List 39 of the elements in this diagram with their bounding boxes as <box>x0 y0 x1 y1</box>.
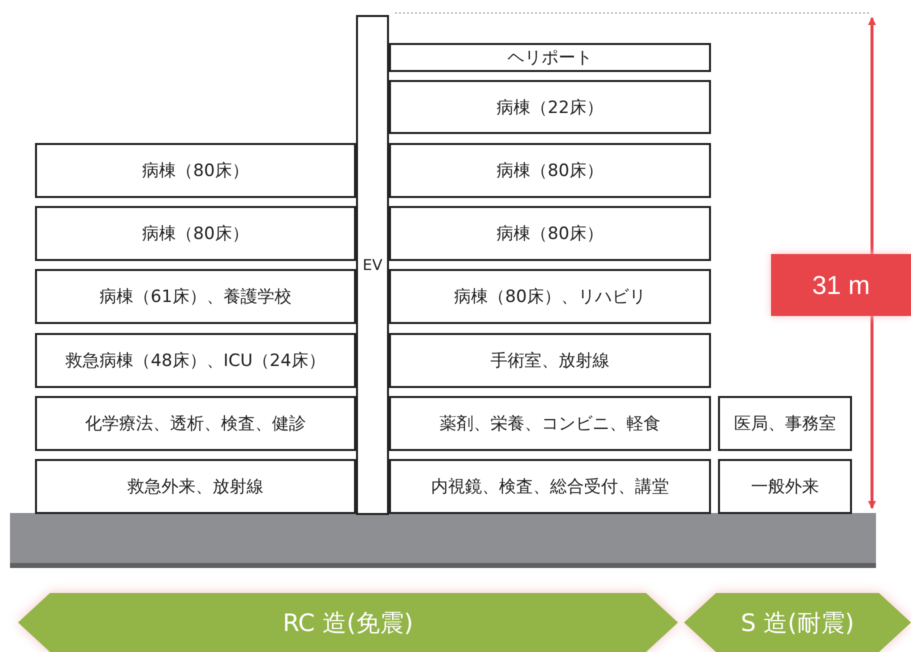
room-label: 化学療法、透析、検査、健診 <box>85 413 306 435</box>
room-label: 手術室、放射線 <box>490 350 610 372</box>
room-label: 病棟（80床） <box>142 223 249 245</box>
room-label: 一般外来 <box>751 476 819 498</box>
floor-box <box>389 269 711 324</box>
room-label: 医局、事務室 <box>734 413 836 435</box>
floor-box <box>35 269 356 324</box>
structure-banner <box>684 593 911 652</box>
floor-box <box>35 333 356 388</box>
room-label: 病棟（61床）、養護学校 <box>100 286 292 308</box>
floor-box <box>389 206 711 261</box>
banner-label: RC 造(免震) <box>282 608 414 638</box>
floor-box <box>389 333 711 388</box>
floor-box <box>389 80 711 134</box>
room-label: 病棟（80床） <box>496 160 604 182</box>
floor-box <box>35 396 356 451</box>
floor-box <box>35 206 356 261</box>
elevator-shaft <box>356 15 389 515</box>
room-label: 病棟（80床）、リハビリ <box>454 286 646 308</box>
floor-box <box>35 459 356 514</box>
room-label: 救急外来、放射線 <box>128 476 264 498</box>
floor-box <box>389 396 711 451</box>
room-label: 内視鏡、検査、総合受付、講堂 <box>431 476 669 498</box>
room-label: 薬剤、栄養、コンビニ、軽食 <box>440 413 660 435</box>
floor-box <box>389 459 711 514</box>
room-label: 病棟（22床） <box>496 96 604 118</box>
floor-box <box>389 143 711 198</box>
room-label: 病棟（80床） <box>496 223 604 245</box>
dimension-label: 31 m <box>771 254 911 316</box>
floor-box <box>389 43 711 72</box>
floor-box <box>718 459 852 514</box>
floor-box <box>718 396 852 451</box>
structure-banner <box>18 593 678 652</box>
room-label: 病棟（80床） <box>142 160 249 182</box>
banner-label: S 造(耐震) <box>740 608 856 638</box>
shaft-label: EV <box>362 256 382 274</box>
room-label: ヘリポート <box>508 47 592 69</box>
floor-box <box>35 143 356 198</box>
room-label: 救急病棟（48床）、ICU（24床） <box>66 350 326 372</box>
